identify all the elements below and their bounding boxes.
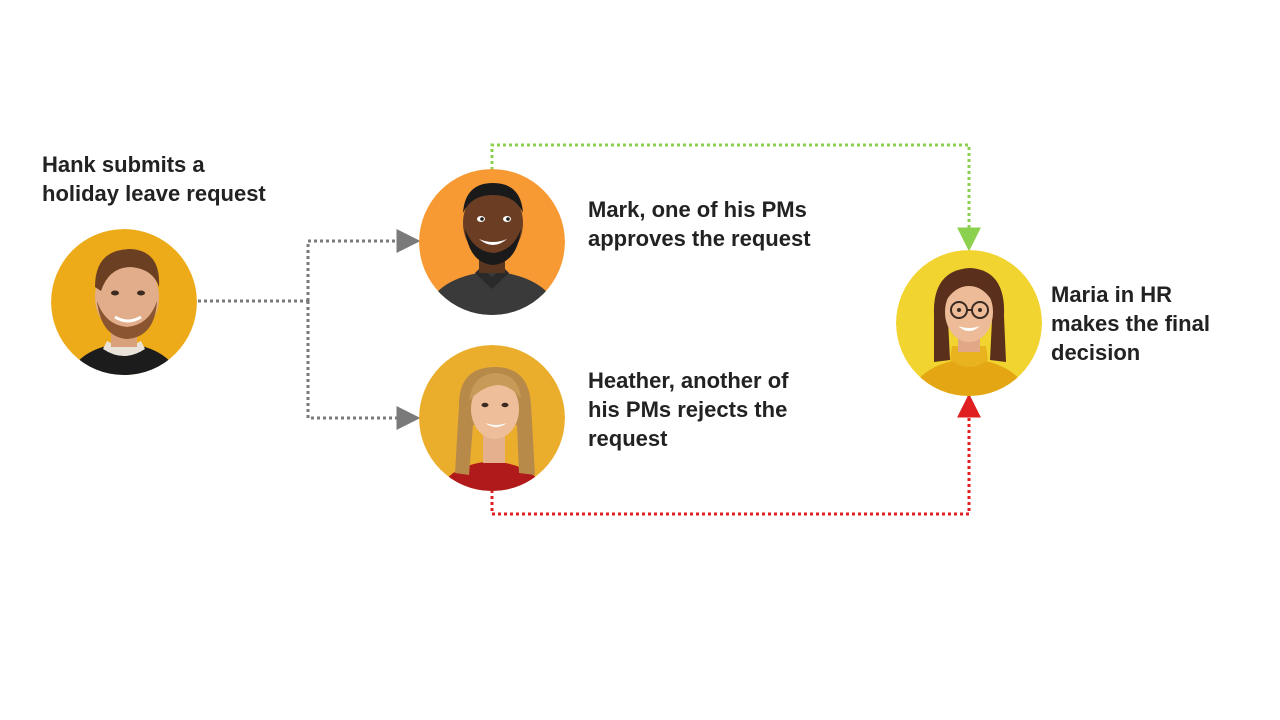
hank-avatar [51, 229, 197, 375]
mark-caption-line: approves the request [588, 226, 811, 251]
maria-caption-line: decision [1051, 340, 1141, 365]
heather-caption-line: his PMs rejects the [588, 397, 788, 422]
mark-avatar [419, 169, 565, 315]
connector-to-mark [306, 229, 421, 301]
heather-avatar [419, 345, 565, 491]
hank-caption-line: Hank submits a [42, 152, 205, 177]
maria-caption: Maria in HR makes the final decision [1051, 280, 1210, 367]
mark-caption-line: Mark, one of his PMs [588, 197, 807, 222]
heather-caption-line: request [588, 426, 668, 451]
heather-caption: Heather, another of his PMs rejects the … [588, 366, 788, 453]
maria-caption-line: makes the final [1051, 311, 1210, 336]
hank-caption: Hank submits a holiday leave request [42, 150, 266, 208]
maria-avatar [896, 250, 1042, 396]
connector-to-heather [306, 301, 421, 430]
connector-approve [490, 143, 981, 252]
maria-caption-line: Maria in HR [1051, 282, 1173, 307]
mark-caption: Mark, one of his PMs approves the reques… [588, 195, 811, 253]
heather-caption-line: Heather, another of [588, 368, 789, 393]
connector-reject [490, 393, 981, 516]
hank-caption-line: holiday leave request [42, 181, 266, 206]
